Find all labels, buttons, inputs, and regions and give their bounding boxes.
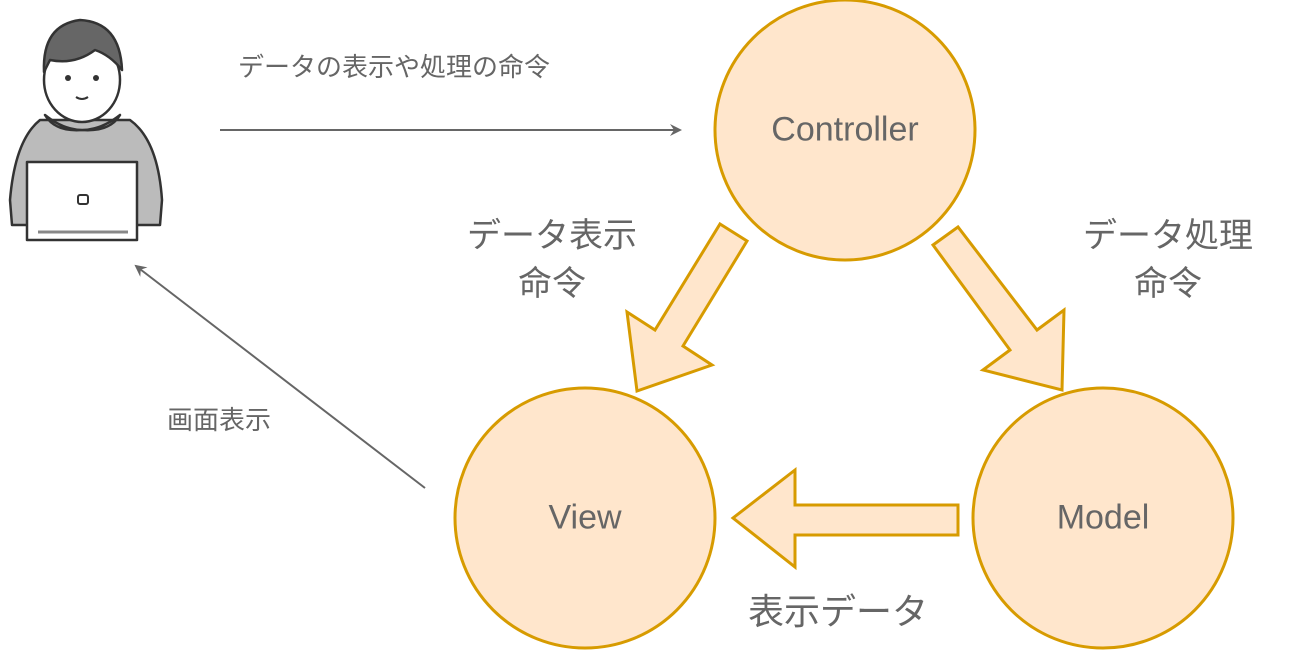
model-node (971, 386, 1235, 650)
controller-to-view-label: データ表示 命令 (467, 212, 637, 308)
label-line: データ処理 (1083, 216, 1253, 256)
controller-label: Controller (771, 110, 919, 149)
label-line: 命令 (1134, 264, 1202, 304)
label-line: データ表示 (467, 216, 637, 256)
model-label: Model (1056, 498, 1150, 537)
view-to-user-arrow (134, 264, 426, 489)
view-to-user-label: 画面表示 (167, 406, 272, 436)
person-with-laptop-icon (8, 18, 164, 242)
view-node (453, 386, 717, 650)
controller-node (713, 0, 977, 262)
user-to-controller-label: データの表示や処理の命令 (238, 53, 551, 83)
view-label: View (548, 498, 622, 537)
controller-to-model-block-arrow (930, 224, 1066, 392)
controller-to-view-block-arrow (625, 221, 750, 394)
model-to-view-block-arrow (730, 466, 960, 571)
label-line: 命令 (518, 264, 586, 304)
model-to-view-label: 表示データ (748, 592, 929, 633)
controller-to-model-label: データ処理 命令 (1083, 212, 1253, 308)
